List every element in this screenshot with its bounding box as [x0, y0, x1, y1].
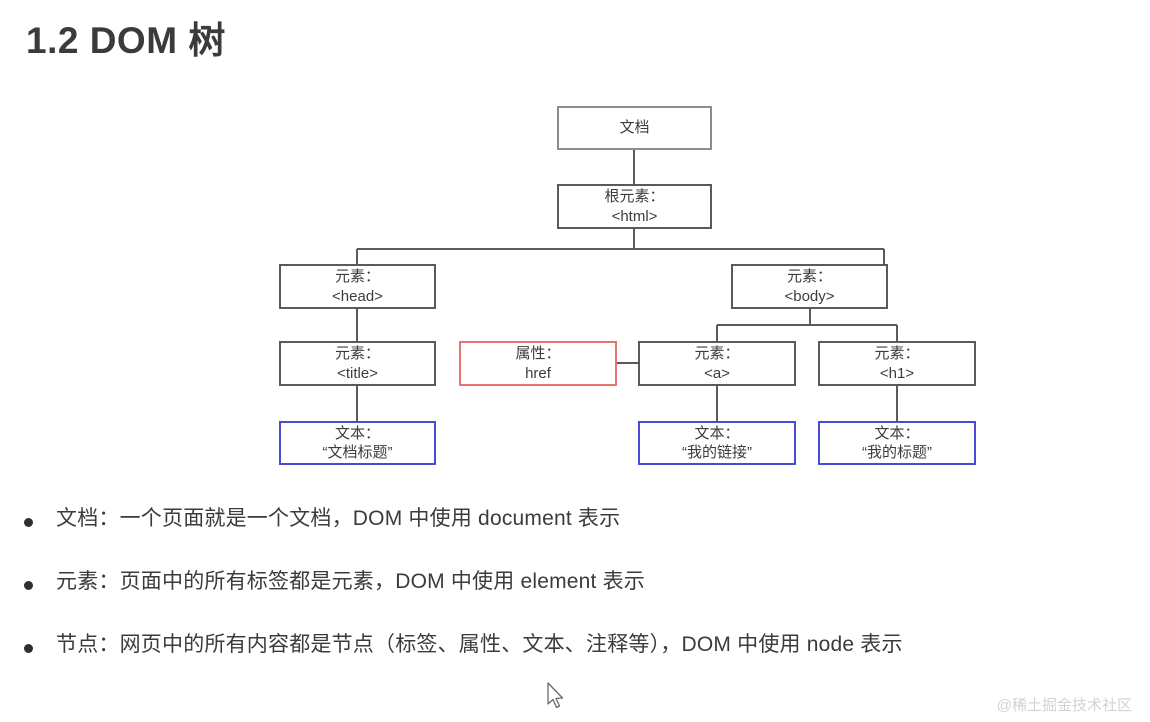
list-item: 节点：网页中的所有内容都是节点（标签、属性、文本、注释等），DOM 中使用 no… — [0, 631, 1150, 694]
node-root-html-line1: 根元素： — [604, 188, 665, 206]
node-anchor: 元素： <a> — [638, 341, 796, 386]
node-text-document-title-line1: 文本： — [334, 424, 380, 442]
node-attribute-href: 属性： href — [459, 341, 617, 386]
page-title: 1.2 DOM 树 — [26, 20, 226, 61]
bullet-dot-icon — [24, 518, 33, 527]
node-text-my-link: 文本： “我的链接” — [638, 421, 796, 465]
node-attribute-href-line1: 属性： — [515, 345, 561, 363]
node-text-document-title-line2: “文档标题” — [322, 444, 393, 461]
node-document: 文档 — [557, 106, 712, 150]
node-document-line1: 文档 — [619, 119, 650, 137]
node-body: 元素： <body> — [731, 264, 888, 309]
node-root-html-line2: <html> — [611, 207, 658, 225]
node-body-line2: <body> — [784, 287, 835, 305]
node-head-line2: <head> — [332, 287, 383, 305]
diagram-connectors — [356, 150, 898, 421]
definition-list: 文档：一个页面就是一个文档，DOM 中使用 document 表示 元素：页面中… — [0, 505, 1150, 694]
dom-tree-diagram: 文档 根元素： <html> 元素： <head> 元素： <body> 元素：… — [279, 106, 976, 465]
node-title-line2: <title> — [337, 364, 378, 382]
bullet-dot-icon — [24, 581, 33, 590]
list-item-label: 节点：网页中的所有内容都是节点（标签、属性、文本、注释等），DOM 中使用 no… — [56, 633, 903, 656]
node-text-my-heading-line1: 文本： — [874, 424, 920, 442]
bullet-dot-icon — [24, 644, 33, 653]
node-title: 元素： <title> — [279, 341, 436, 386]
list-item: 文档：一个页面就是一个文档，DOM 中使用 document 表示 — [0, 505, 1150, 568]
node-head-line1: 元素： — [334, 268, 380, 286]
node-title-line1: 元素： — [334, 345, 380, 363]
node-body-line1: 元素： — [786, 268, 832, 286]
node-head: 元素： <head> — [279, 264, 436, 309]
list-item: 元素：页面中的所有标签都是元素，DOM 中使用 element 表示 — [0, 568, 1150, 631]
node-anchor-line2: <a> — [704, 364, 730, 382]
watermark: @稀土掘金技术社区 — [996, 697, 1132, 714]
list-item-label: 元素：页面中的所有标签都是元素，DOM 中使用 element 表示 — [56, 570, 646, 593]
node-h1-line2: <h1> — [879, 364, 915, 382]
node-h1-line1: 元素： — [874, 345, 920, 363]
node-h1: 元素： <h1> — [818, 341, 976, 386]
node-text-my-heading-line2: “我的标题” — [862, 444, 932, 461]
node-text-my-link-line1: 文本： — [694, 424, 740, 442]
node-text-my-link-line2: “我的链接” — [682, 444, 752, 461]
list-item-label: 文档：一个页面就是一个文档，DOM 中使用 document 表示 — [56, 507, 621, 530]
node-text-my-heading: 文本： “我的标题” — [818, 421, 976, 465]
node-anchor-line1: 元素： — [694, 345, 740, 363]
node-attribute-href-line2: href — [525, 364, 551, 382]
node-text-document-title: 文本： “文档标题” — [279, 421, 436, 465]
node-root-html: 根元素： <html> — [557, 184, 712, 229]
